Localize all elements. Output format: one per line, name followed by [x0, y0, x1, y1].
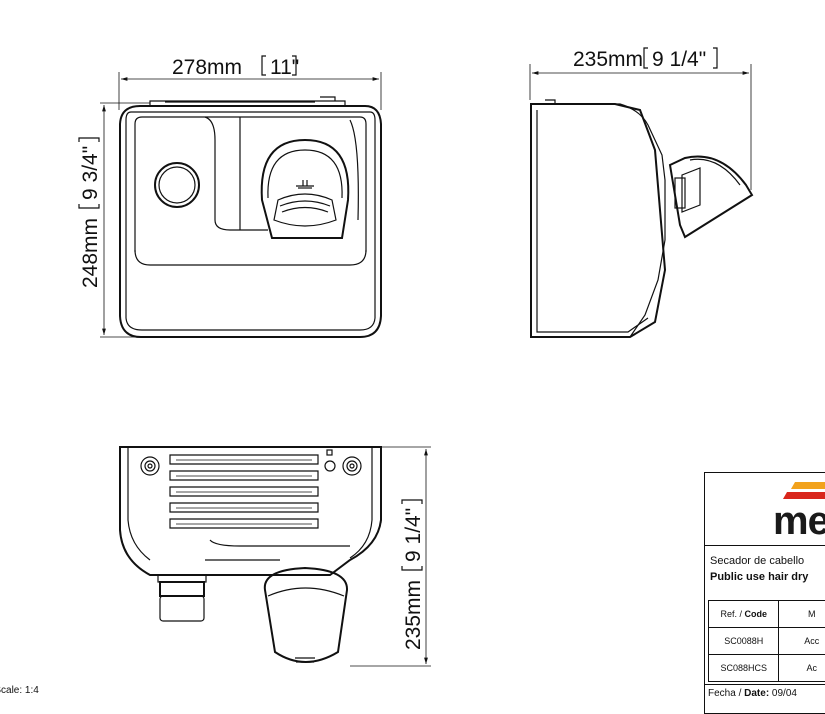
front-view: 278mm 11" 248mm 9 3/4"	[79, 56, 381, 337]
logo-stripe-orange	[791, 482, 825, 489]
code-table: Ref. / Code M SC0088H Acc SC088HCS Ac	[708, 600, 825, 682]
material-header: M	[779, 601, 825, 628]
code-header: Ref. / Code	[709, 601, 779, 628]
material-cell: Ac	[779, 655, 825, 682]
date-divider	[705, 684, 825, 685]
scale-note: g/Scale: 1:4	[0, 685, 39, 696]
front-height-label: 248mm	[79, 218, 102, 288]
product-description-en: Public use hair dry	[710, 571, 808, 583]
logo-stripe-red	[783, 492, 825, 499]
bottom-depth-label: 235mm	[402, 580, 425, 650]
date-field: Fecha / Date: 09/04	[708, 688, 797, 699]
side-view: 235mm 9 1/4"	[530, 48, 752, 337]
brand-logo: me	[705, 473, 825, 543]
title-block: me Secador de cabello Public use hair dr…	[704, 472, 825, 714]
bottom-view: 235mm 9 1/4"	[120, 447, 431, 666]
material-cell: Acc	[779, 628, 825, 655]
side-depth-label: 235mm	[573, 48, 643, 71]
bottom-depth-label-in: 9 1/4"	[402, 508, 425, 562]
table-row: SC088HCS Ac	[709, 655, 825, 682]
code-cell: SC0088H	[709, 628, 779, 655]
code-cell: SC088HCS	[709, 655, 779, 682]
code-table-header: Ref. / Code M	[709, 601, 825, 628]
front-height-label-in: 9 3/4"	[79, 146, 102, 200]
front-width-label: 278mm	[172, 56, 242, 79]
table-row: SC0088H Acc	[709, 628, 825, 655]
title-block-divider	[705, 545, 825, 546]
technical-drawing: 278mm 11" 248mm 9 3/4"	[0, 0, 825, 695]
brand-name: me	[773, 501, 825, 541]
side-depth-label-in: 9 1/4"	[652, 48, 706, 71]
product-description-es: Secador de cabello	[710, 555, 804, 567]
